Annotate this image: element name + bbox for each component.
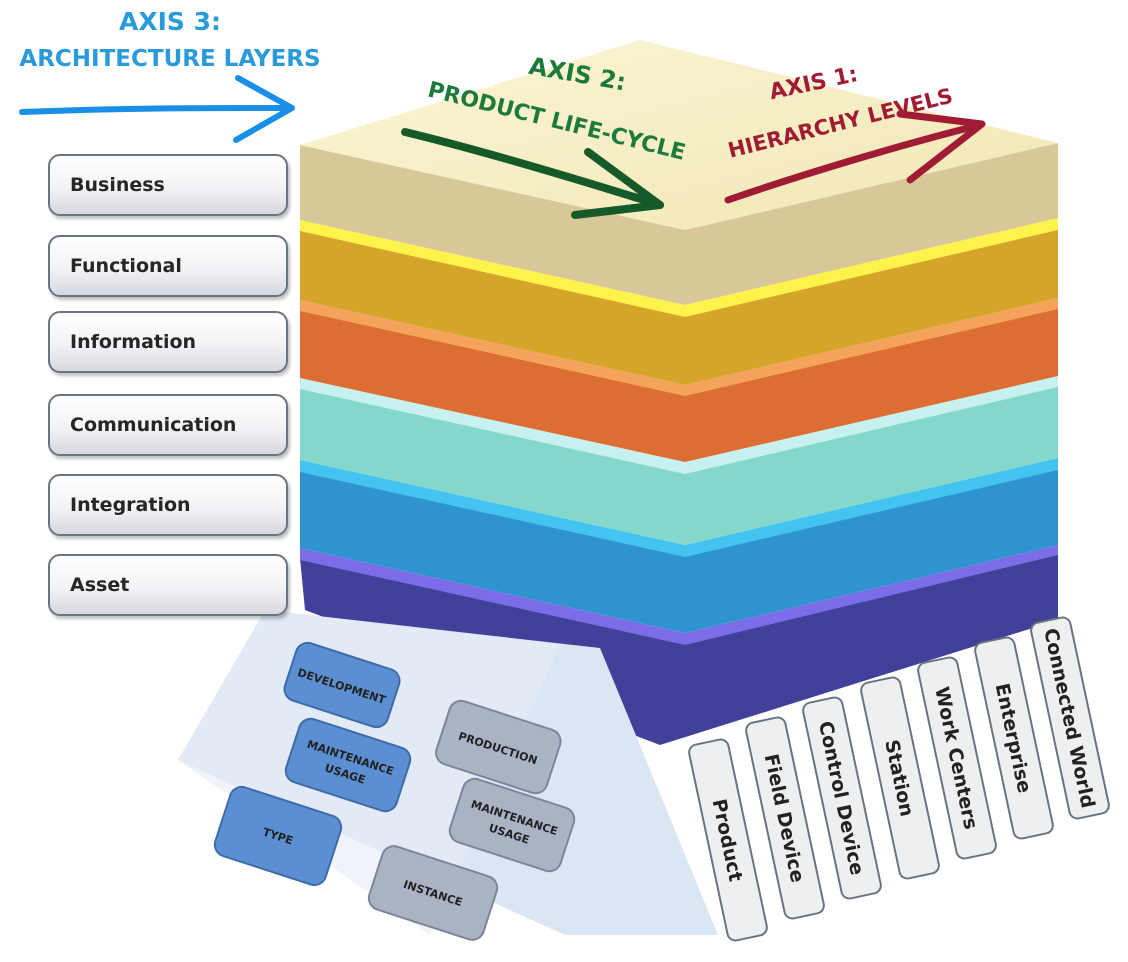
layer-label-information: Information [48, 311, 288, 373]
layer-functional-slab [300, 218, 1058, 385]
layer-label-integration: Integration [48, 474, 288, 536]
instance-maintenance-card: MAINTENANCE USAGE [448, 777, 576, 873]
axis2-arrow [401, 128, 664, 219]
axis3-label-line2: ARCHITECTURE LAYERS [19, 46, 320, 72]
instance-production-card: PRODUCTION [435, 699, 562, 795]
type-card: TYPE [213, 785, 343, 887]
layer-label-business: Business [48, 154, 288, 216]
axis3-arrow [19, 75, 295, 143]
axis3-label-line1: AXIS 3: [119, 7, 221, 36]
axis1-arrow [724, 110, 986, 204]
hierarchy-tag-product: Product [688, 738, 768, 942]
layer-label-functional: Functional [48, 235, 288, 297]
type-maintenance-card: MAINTENANCE USAGE [284, 717, 412, 813]
layer-communication-slab [300, 376, 1058, 545]
type-development-card: DEVELOPMENT [283, 641, 401, 729]
layer-asset-slab [300, 545, 1058, 745]
layer-information-slab [300, 298, 1058, 462]
layer-business-slab [300, 40, 1058, 305]
instance-card: INSTANCE [367, 845, 499, 941]
layer-integration-slab [300, 458, 1058, 633]
layer-label-asset: Asset [48, 554, 288, 616]
layer-label-communication: Communication [48, 394, 288, 456]
hierarchy-tag-station: Station [860, 676, 940, 880]
